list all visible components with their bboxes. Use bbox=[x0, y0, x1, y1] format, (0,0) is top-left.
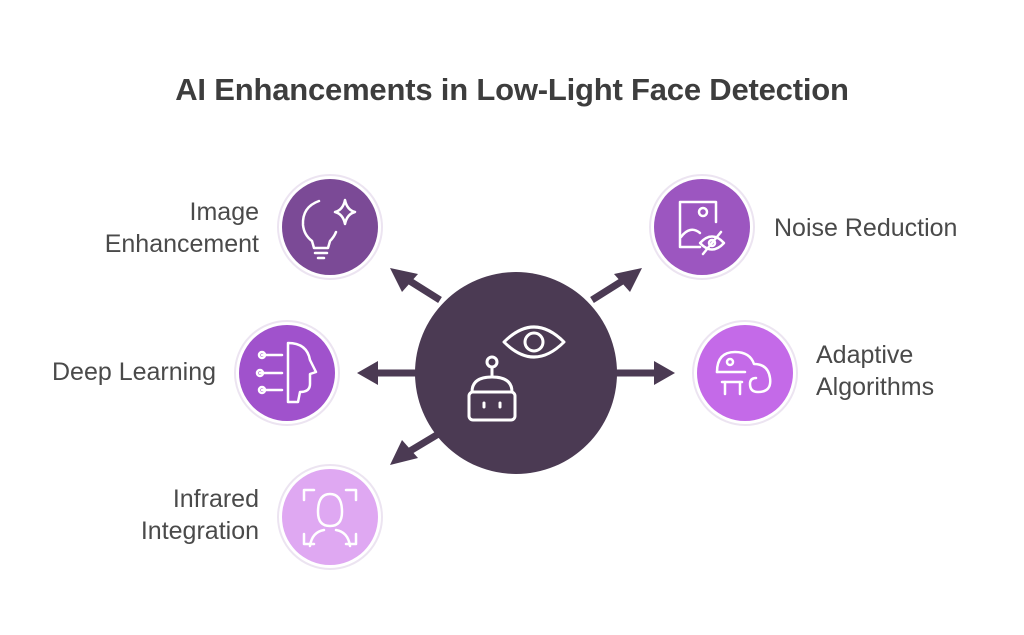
arrows bbox=[357, 268, 675, 465]
lightbulb-sparkle-icon bbox=[301, 198, 357, 260]
node-circle bbox=[654, 179, 750, 275]
label-adaptive-algorithms: Adaptive Algorithms bbox=[816, 341, 935, 401]
image-hidden-icon bbox=[678, 200, 726, 256]
eye-icon bbox=[502, 325, 566, 359]
hub-circle bbox=[415, 272, 617, 474]
hub-node bbox=[415, 272, 617, 474]
node-circle bbox=[282, 469, 378, 565]
node-noise-reduction bbox=[649, 174, 755, 280]
node-infrared-integration bbox=[277, 464, 383, 570]
node-adaptive-algorithms bbox=[692, 320, 798, 426]
arrow-to-noise-reduction bbox=[590, 268, 642, 303]
arrow-to-adaptive-algorithms bbox=[612, 361, 675, 385]
node-image-enhancement bbox=[277, 174, 383, 280]
arrow-to-deep-learning bbox=[357, 361, 420, 385]
node-deep-learning bbox=[234, 320, 340, 426]
diagram-title: AI Enhancements in Low-Light Face Detect… bbox=[175, 72, 849, 107]
chameleon-icon bbox=[715, 350, 772, 396]
face-scan-icon bbox=[302, 488, 358, 548]
arrow-to-image-enhancement bbox=[390, 268, 442, 303]
label-image-enhancement: Image Enhancement bbox=[104, 198, 259, 258]
robot-icon bbox=[467, 355, 517, 422]
label-noise-reduction: Noise Reduction bbox=[774, 214, 958, 242]
label-infrared-integration: Infrared Integration bbox=[140, 485, 259, 545]
arrow-to-infrared-integration bbox=[390, 429, 442, 465]
label-deep-learning: Deep Learning bbox=[51, 358, 216, 386]
ai-head-icon bbox=[255, 341, 318, 404]
node-circle bbox=[282, 179, 378, 275]
